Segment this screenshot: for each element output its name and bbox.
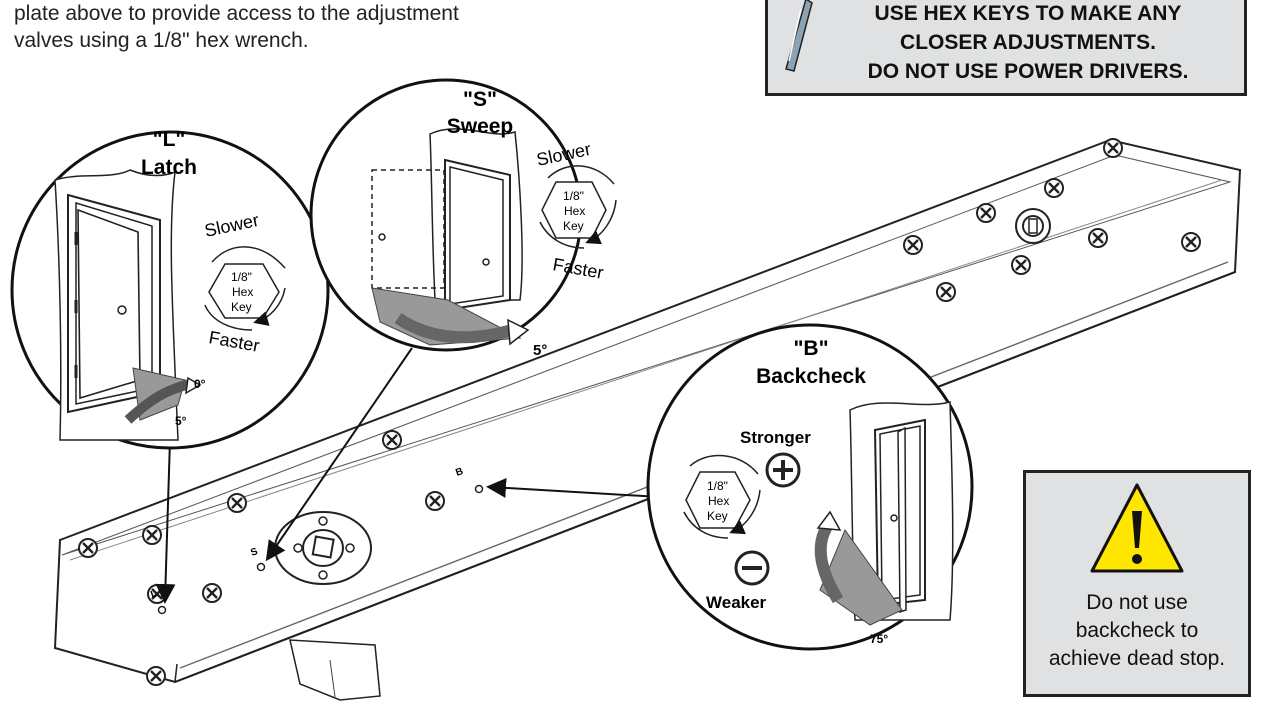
latch-title: Latch [141, 156, 197, 179]
plate-label-b: B [454, 466, 465, 479]
latch-valve-hole[interactable] [157, 605, 167, 615]
warning-triangle-icon [1090, 483, 1184, 573]
intro-line-2: valves using a 1/8" hex wrench. [14, 29, 309, 52]
caution-line-3: DO NOT USE POWER DRIVERS. [867, 60, 1189, 83]
sweep-detail-circle: 5° 1/8" Hex Key Slower Faster [309, 78, 617, 359]
latch-pointer-arrow [155, 439, 176, 604]
pivot-spindle [274, 511, 372, 585]
warning-line-2: backcheck to [1075, 619, 1199, 642]
svg-text:1/8": 1/8" [231, 270, 252, 284]
backcheck-title: Backcheck [756, 365, 866, 388]
svg-text:1/8": 1/8" [563, 189, 584, 203]
warning-line-3: achieve dead stop. [1048, 647, 1226, 670]
warning-line-1: Do not use [1086, 591, 1188, 614]
plate-label-s: S [249, 546, 259, 559]
svg-text:0°: 0° [194, 377, 206, 391]
svg-text:Weaker: Weaker [706, 593, 767, 612]
svg-text:Key: Key [231, 300, 252, 314]
plate-label-l: L [149, 588, 159, 600]
caution-line-2: CLOSER ADJUSTMENTS. [900, 31, 1156, 54]
sweep-code: "S" [463, 88, 497, 111]
backcheck-detail-circle: 75° 1/8" Hex Key Stronger Weaker [646, 323, 974, 651]
sweep-valve-hole[interactable] [256, 562, 266, 572]
backcheck-pointer-arrow [486, 477, 661, 498]
backcheck-valve-hole[interactable] [474, 484, 484, 494]
svg-text:Hex: Hex [232, 285, 253, 299]
caution-box: USE HEX KEYS TO MAKE ANY CLOSER ADJUSTME… [765, 0, 1247, 96]
svg-text:75°: 75° [870, 632, 888, 646]
svg-text:1/8": 1/8" [707, 479, 728, 493]
svg-text:Hex: Hex [708, 494, 729, 508]
backcheck-code: "B" [793, 337, 828, 360]
svg-text:5°: 5° [533, 342, 547, 359]
end-spindle [1015, 208, 1051, 244]
latch-code: "L" [153, 128, 186, 151]
warning-box: Do not use backcheck to achieve dead sto… [1023, 470, 1251, 697]
intro-line-1: plate above to provide access to the adj… [14, 2, 459, 25]
intro-text: plate above to provide access to the adj… [14, 0, 614, 54]
svg-text:Stronger: Stronger [740, 428, 811, 447]
sweep-title: Sweep [447, 115, 514, 138]
sweep-pointer-arrow [265, 347, 413, 562]
caution-line-1: USE HEX KEYS TO MAKE ANY [874, 2, 1182, 25]
svg-text:Key: Key [563, 219, 584, 233]
svg-text:5°: 5° [175, 414, 187, 428]
hex-key-icon [785, 0, 813, 72]
latch-detail-circle: 0° 5° 1/8" Hex Key Slower Faster [10, 130, 330, 450]
svg-text:Hex: Hex [564, 204, 585, 218]
svg-text:Key: Key [707, 509, 728, 523]
